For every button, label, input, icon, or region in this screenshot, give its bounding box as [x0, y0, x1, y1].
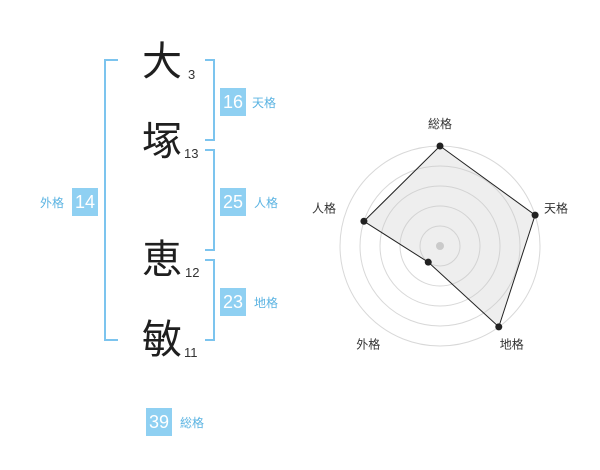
radar-center-dot: [436, 242, 444, 250]
sou-value-badge: 39: [146, 408, 173, 436]
jin-value-badge: 25: [220, 188, 247, 216]
radar-grid-ring: [419, 225, 461, 267]
gai-label: 外格: [40, 196, 65, 210]
name-char-2: 塚: [142, 119, 182, 165]
radar-grid-ring: [399, 205, 481, 287]
radar-point-0: [436, 142, 444, 150]
name-char-3: 恵: [142, 237, 182, 283]
gai-bracket: [104, 59, 118, 341]
chi-bracket: [205, 259, 215, 341]
fortune-brackets: [104, 59, 215, 341]
stroke-count-4: 11: [184, 345, 198, 360]
ten-bracket: [205, 59, 215, 141]
radar-axis-label-2: 地格: [500, 337, 524, 352]
radar-polygon: [363, 145, 536, 328]
ten-label: 天格: [252, 96, 277, 110]
stroke-count-3: 12: [185, 265, 200, 280]
stroke-count-2: 13: [184, 146, 199, 161]
jin-label: 人格: [254, 196, 279, 210]
radar-point-2: [495, 323, 503, 331]
sou-label: 総格: [180, 416, 205, 430]
radar-point-3: [424, 258, 432, 266]
radar-grid-ring: [379, 185, 501, 307]
radar-axis-label-3: 外格: [356, 337, 380, 352]
jin-bracket: [205, 149, 215, 251]
radar-polygon-group: [363, 145, 536, 328]
ten-value-badge: 16: [220, 88, 247, 116]
gai-value-badge: 14: [72, 188, 99, 216]
radar-point-4: [360, 217, 368, 225]
name-char-1: 大: [142, 39, 182, 85]
chi-label: 地格: [254, 296, 279, 310]
radar-grid-ring: [359, 165, 521, 327]
radar-point-1: [531, 211, 539, 219]
stroke-count-1: 3: [188, 67, 196, 82]
radar-axis-label-0: 総格: [428, 116, 452, 131]
radar-axis-label-4: 人格: [312, 200, 336, 215]
radar-axis-label-1: 天格: [544, 200, 568, 215]
name-char-4: 敏: [142, 317, 182, 363]
radar-points: [360, 142, 539, 331]
chi-value-badge: 23: [220, 288, 247, 316]
